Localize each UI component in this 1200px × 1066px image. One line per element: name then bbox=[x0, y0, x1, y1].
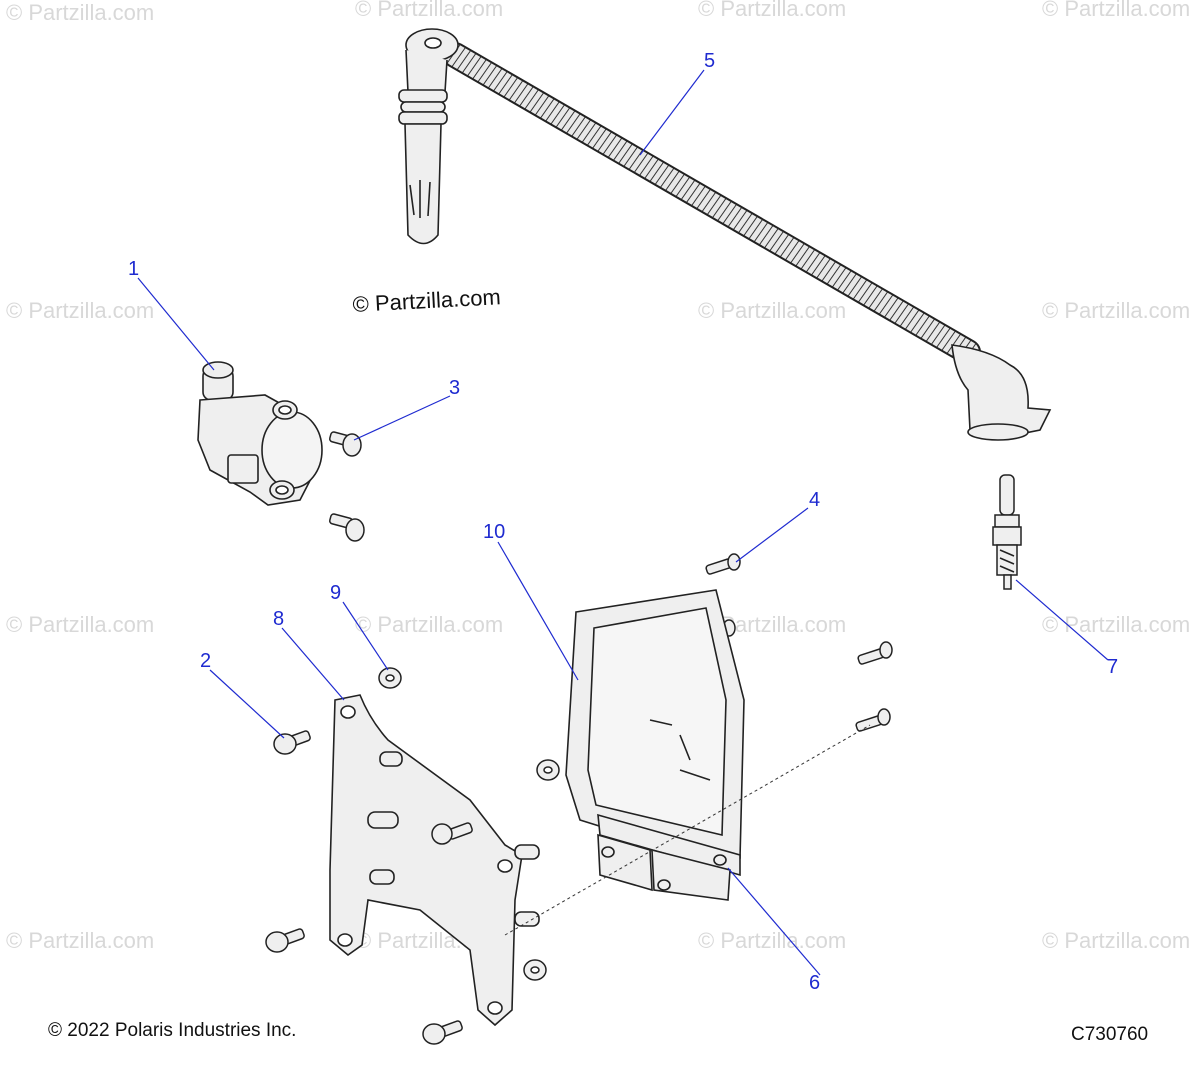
bolt-icon bbox=[329, 431, 365, 542]
watermark: © Partzilla.com bbox=[6, 0, 155, 25]
watermark: © Partzilla.com bbox=[1042, 0, 1191, 21]
nut-icon bbox=[378, 667, 560, 981]
callout-leaders bbox=[137, 69, 1109, 976]
ecu-module-icon bbox=[565, 589, 745, 901]
callout-3: 3 bbox=[449, 377, 461, 399]
alignment-line bbox=[504, 724, 871, 936]
mounting-bracket-icon bbox=[329, 694, 540, 1027]
watermark: © Partzilla.com bbox=[698, 0, 847, 21]
watermark: © Partzilla.com bbox=[6, 298, 155, 323]
watermark: © Partzilla.com bbox=[6, 612, 155, 637]
watermark: © Partzilla.com bbox=[1042, 298, 1191, 323]
watermark: © Partzilla.com bbox=[355, 612, 504, 637]
ignition-coil-icon bbox=[197, 361, 323, 506]
callout-1: 1 bbox=[128, 258, 140, 280]
copyright-text: © 2022 Polaris Industries Inc. bbox=[48, 1020, 297, 1041]
watermark: © Partzilla.com bbox=[1042, 928, 1191, 953]
callout-4: 4 bbox=[809, 489, 821, 511]
watermark: © Partzilla.com bbox=[355, 0, 504, 21]
watermark: © Partzilla.com bbox=[698, 928, 847, 953]
callout-8: 8 bbox=[273, 608, 285, 630]
watermark: © Partzilla.com bbox=[698, 298, 847, 323]
spark-plug-wire-icon bbox=[398, 28, 1052, 441]
callout-9: 9 bbox=[330, 582, 342, 604]
callout-7: 7 bbox=[1107, 656, 1119, 678]
spark-plug-icon bbox=[992, 474, 1022, 590]
diagram-code: C730760 bbox=[1071, 1024, 1149, 1045]
callout-5: 5 bbox=[704, 50, 716, 72]
callout-2: 2 bbox=[200, 650, 212, 672]
callout-6: 6 bbox=[809, 972, 821, 994]
bolt-icon bbox=[265, 730, 473, 1045]
callout-10: 10 bbox=[483, 521, 506, 543]
watermark: © Partzilla.com bbox=[6, 928, 155, 953]
